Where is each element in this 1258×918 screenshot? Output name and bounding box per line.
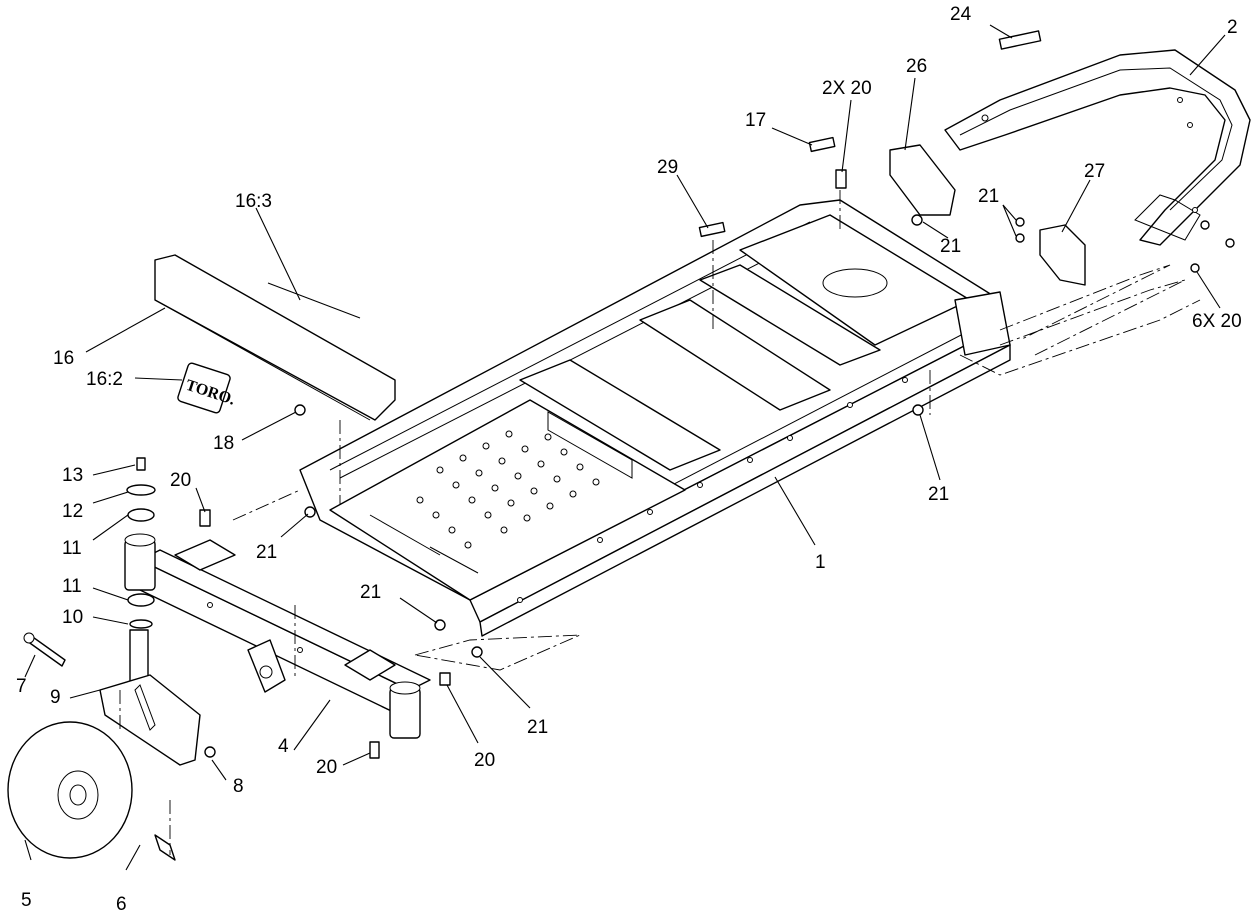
callout-9: 9 bbox=[50, 687, 61, 708]
callout-21-front-center: 21 bbox=[360, 582, 381, 603]
callout-12: 12 bbox=[62, 501, 83, 522]
callout-18: 18 bbox=[213, 433, 234, 454]
callout-24: 24 bbox=[950, 4, 972, 25]
decal-part-17 bbox=[808, 136, 836, 153]
callout-21-front-right: 21 bbox=[527, 717, 548, 738]
callout-20-bottom: 20 bbox=[316, 757, 337, 778]
decal-part-24 bbox=[998, 30, 1042, 50]
callout-4: 4 bbox=[278, 736, 289, 757]
front-shroud-part-16: TORO. bbox=[154, 254, 396, 421]
caster-fork-part-9 bbox=[99, 629, 201, 766]
callout-21-front-left: 21 bbox=[256, 542, 277, 563]
callout-16: 16 bbox=[53, 348, 74, 369]
spacer-part-6 bbox=[154, 834, 176, 861]
callout-16-3: 16:3 bbox=[235, 191, 272, 212]
front-axle-part-4 bbox=[124, 533, 431, 739]
callout-26: 26 bbox=[906, 56, 927, 77]
bracket-part-26 bbox=[889, 144, 956, 216]
callout-20-front-bracket: 20 bbox=[170, 470, 191, 491]
caster-hardware-stack bbox=[126, 457, 156, 629]
callout-5: 5 bbox=[21, 890, 32, 911]
callout-2x20: 2X 20 bbox=[822, 78, 872, 99]
callout-8: 8 bbox=[233, 776, 244, 797]
callout-21-bracket-27: 21 bbox=[978, 186, 999, 207]
callout-16-2: 16:2 bbox=[86, 369, 123, 390]
callout-27: 27 bbox=[1084, 161, 1105, 182]
callout-6x20: 6X 20 bbox=[1192, 311, 1242, 332]
callout-21-bracket-26: 21 bbox=[940, 236, 961, 257]
foot-plate-holes bbox=[416, 430, 600, 549]
callouts: 1 2 4 5 6 7 8 9 10 11 11 12 13 16 16:2 1… bbox=[16, 4, 1242, 915]
callout-11-lower: 11 bbox=[62, 576, 82, 597]
callout-2: 2 bbox=[1227, 17, 1238, 38]
callout-1: 1 bbox=[815, 552, 826, 573]
callout-11-upper: 11 bbox=[62, 538, 82, 559]
callout-21-rear-rail: 21 bbox=[928, 484, 949, 505]
decal-part-29 bbox=[698, 221, 726, 238]
callout-7: 7 bbox=[16, 676, 27, 697]
callout-20-axle-right: 20 bbox=[474, 750, 495, 771]
caster-wheel-part-5 bbox=[7, 721, 133, 859]
bracket-part-27 bbox=[1039, 224, 1086, 286]
axle-bolt-part-7 bbox=[23, 632, 66, 667]
main-frame-part-1 bbox=[299, 199, 1011, 637]
fasteners bbox=[199, 169, 1235, 759]
callout-17: 17 bbox=[745, 110, 766, 131]
handle-bar-part-2 bbox=[944, 49, 1251, 246]
callout-10: 10 bbox=[62, 607, 83, 628]
assembly-lines bbox=[119, 190, 1201, 855]
callout-29: 29 bbox=[657, 157, 678, 178]
callout-6: 6 bbox=[116, 894, 127, 915]
callout-13: 13 bbox=[62, 465, 83, 486]
leader-lines bbox=[24, 24, 1226, 871]
